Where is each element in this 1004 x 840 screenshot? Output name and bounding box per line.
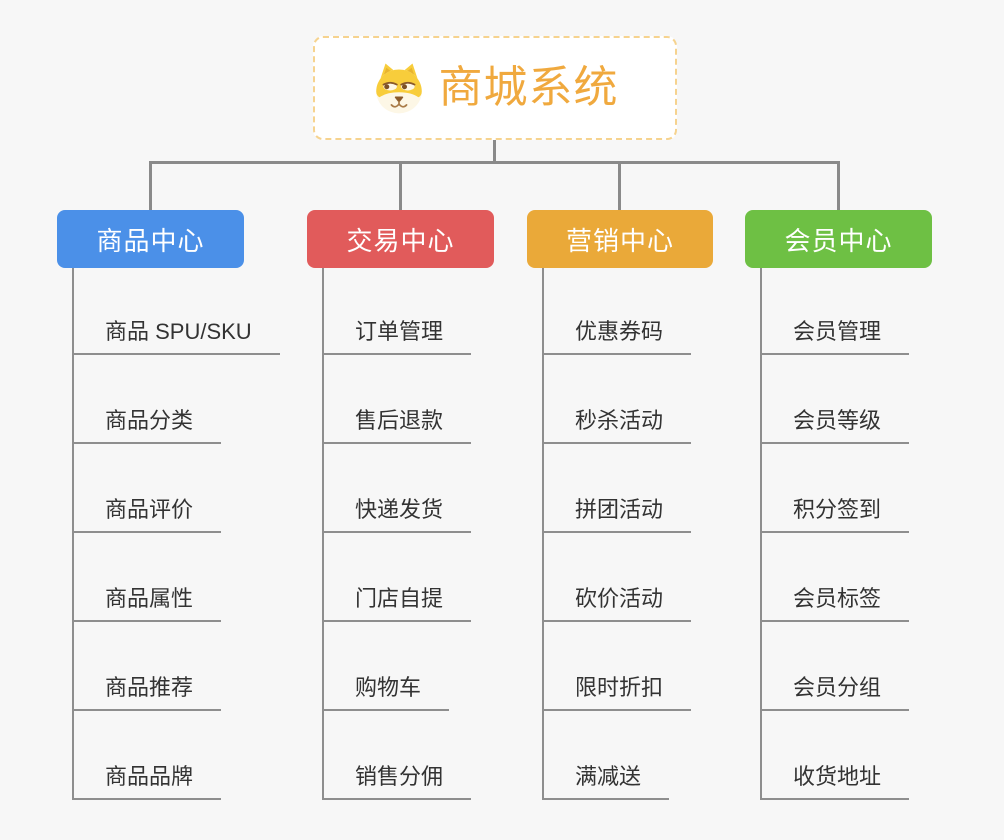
- leaf-row: 秒杀活动: [542, 355, 692, 444]
- root-node[interactable]: 商城系统: [313, 36, 677, 140]
- leaf-node[interactable]: 商品推荐: [72, 670, 222, 711]
- leaf-node[interactable]: 购物车: [322, 670, 450, 711]
- leaf-row: 订单管理: [322, 266, 472, 355]
- leaf-row: 会员标签: [760, 533, 910, 622]
- leaf-row: 优惠券码: [542, 266, 692, 355]
- leaf-row: 商品评价: [72, 444, 280, 533]
- leaf-node[interactable]: 商品分类: [72, 403, 222, 444]
- leaf-row: 快递发货: [322, 444, 472, 533]
- leaf-row: 拼团活动: [542, 444, 692, 533]
- branch-title: 营销中心: [565, 225, 674, 256]
- spine-trade-center: [322, 268, 324, 800]
- leaf-row: 售后退款: [322, 355, 472, 444]
- connector-drop-2: [399, 161, 402, 210]
- branch-node-product-center[interactable]: 商品中心: [57, 210, 244, 268]
- connector-drop-1: [149, 161, 152, 210]
- leaf-node[interactable]: 积分签到: [760, 492, 910, 533]
- root-title: 商城系统: [438, 63, 619, 112]
- leaf-row: 会员管理: [760, 266, 910, 355]
- leaf-row: 积分签到: [760, 444, 910, 533]
- leaf-node[interactable]: 门店自提: [322, 581, 472, 622]
- leaf-row: 销售分佣: [322, 711, 472, 800]
- leaf-node[interactable]: 商品评价: [72, 492, 222, 533]
- leaf-node[interactable]: 会员分组: [760, 670, 910, 711]
- leaf-row: 砍价活动: [542, 533, 692, 622]
- leaf-node[interactable]: 秒杀活动: [542, 403, 692, 444]
- leaf-node[interactable]: 销售分佣: [322, 759, 472, 800]
- leaf-row: 商品属性: [72, 533, 280, 622]
- branch-node-marketing-center[interactable]: 营销中心: [527, 210, 713, 268]
- leaf-row: 门店自提: [322, 533, 472, 622]
- leaf-node[interactable]: 订单管理: [322, 314, 472, 355]
- leaf-row: 会员等级: [760, 355, 910, 444]
- leaf-row: 商品品牌: [72, 711, 280, 800]
- shiba-dog-icon: [375, 63, 422, 114]
- spine-member-center: [760, 268, 762, 800]
- leaf-list-member-center: 会员管理 会员等级 积分签到 会员标签 会员分组 收货地址: [760, 266, 910, 800]
- leaf-row: 商品推荐: [72, 622, 280, 711]
- leaf-list-product-center: 商品 SPU/SKU 商品分类 商品评价 商品属性 商品推荐 商品品牌: [72, 266, 280, 800]
- leaf-list-trade-center: 订单管理 售后退款 快递发货 门店自提 购物车 销售分佣: [322, 266, 472, 800]
- connector-drop-4: [837, 161, 840, 210]
- leaf-node[interactable]: 会员等级: [760, 403, 910, 444]
- leaf-node[interactable]: 商品品牌: [72, 759, 222, 800]
- leaf-node[interactable]: 会员管理: [760, 314, 910, 355]
- branch-title: 会员中心: [784, 225, 893, 256]
- leaf-node[interactable]: 快递发货: [322, 492, 472, 533]
- leaf-list-marketing-center: 优惠券码 秒杀活动 拼团活动 砍价活动 限时折扣 满减送: [542, 266, 692, 800]
- branch-title: 商品中心: [96, 225, 205, 256]
- leaf-node[interactable]: 砍价活动: [542, 581, 692, 622]
- leaf-row: 满减送: [542, 711, 691, 800]
- leaf-row: 限时折扣: [542, 622, 692, 711]
- branch-node-member-center[interactable]: 会员中心: [745, 210, 932, 268]
- leaf-node[interactable]: 收货地址: [760, 759, 910, 800]
- leaf-node[interactable]: 售后退款: [322, 403, 472, 444]
- leaf-row: 收货地址: [760, 711, 910, 800]
- spine-marketing-center: [542, 268, 544, 800]
- leaf-node[interactable]: 拼团活动: [542, 492, 692, 533]
- connector-drop-3: [618, 161, 621, 210]
- leaf-node[interactable]: 限时折扣: [542, 670, 692, 711]
- leaf-row: 商品 SPU/SKU: [72, 266, 280, 355]
- branch-title: 交易中心: [346, 225, 455, 256]
- leaf-row: 商品分类: [72, 355, 280, 444]
- spine-product-center: [72, 268, 74, 800]
- leaf-row: 会员分组: [760, 622, 910, 711]
- leaf-node[interactable]: 满减送: [542, 759, 670, 800]
- leaf-node[interactable]: 优惠券码: [542, 314, 692, 355]
- connector-root-stem: [493, 139, 496, 164]
- leaf-node[interactable]: 商品 SPU/SKU: [72, 314, 280, 355]
- connector-bus: [149, 161, 839, 164]
- leaf-row: 购物车: [322, 622, 471, 711]
- leaf-node[interactable]: 商品属性: [72, 581, 222, 622]
- leaf-node[interactable]: 会员标签: [760, 581, 910, 622]
- branch-node-trade-center[interactable]: 交易中心: [307, 210, 494, 268]
